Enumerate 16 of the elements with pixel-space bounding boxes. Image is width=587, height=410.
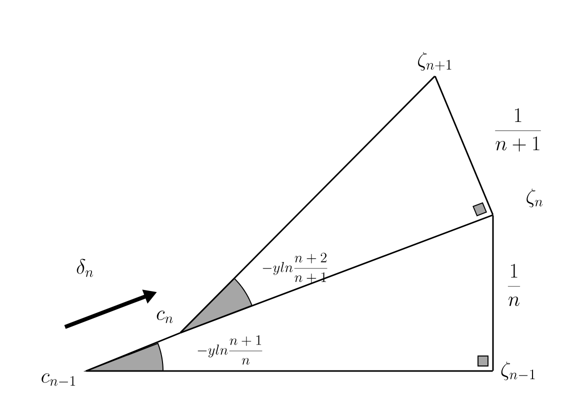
point-label: $c_{n-1}$ bbox=[42, 373, 76, 386]
line-segment bbox=[86, 370, 493, 372]
point-label: $c_n$ bbox=[156, 310, 173, 324]
line-segment bbox=[434, 76, 494, 216]
point-label: $\zeta_{n+1}$ bbox=[418, 52, 452, 71]
point-label: $\zeta_{n-1}$ bbox=[501, 362, 535, 380]
line-segment bbox=[86, 332, 180, 372]
edge-label: $\frac{1}{n+1}$ bbox=[492, 108, 544, 152]
line-segment bbox=[180, 214, 494, 334]
angle-label: $-yln\frac{n+1}{n}$ bbox=[198, 335, 262, 365]
symbol-label: $\delta_n$ bbox=[76, 258, 94, 277]
line-segment bbox=[492, 215, 494, 371]
edge-label: $\frac{1}{n}$ bbox=[506, 263, 522, 307]
angle-label: $-yln\frac{n+2}{n+1}$ bbox=[262, 252, 328, 283]
line-segment bbox=[180, 76, 436, 334]
point-label: $\zeta_n$ bbox=[526, 188, 543, 208]
